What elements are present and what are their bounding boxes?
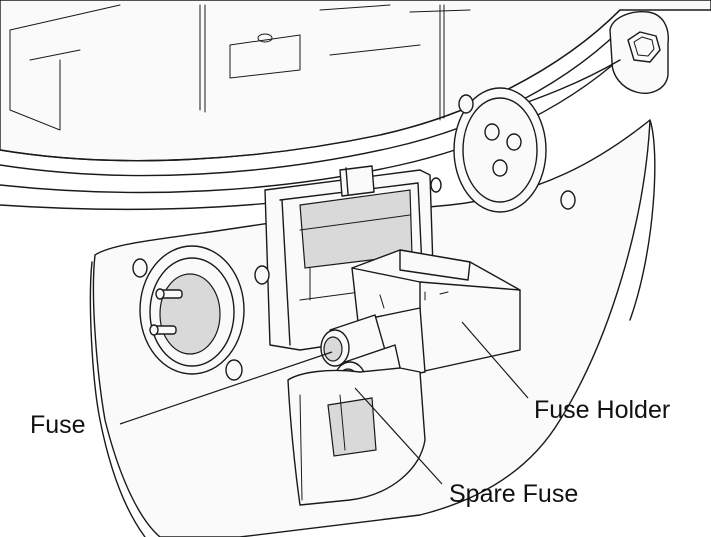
label-spare-fuse-group: Spare Fuse	[354, 387, 578, 508]
hex-bolt	[609, 11, 669, 94]
fuse-label: Fuse	[30, 411, 86, 439]
xlr-pin	[149, 324, 177, 336]
xlr-male-connector	[132, 245, 245, 381]
fuse-holder-leader-line	[461, 321, 529, 399]
label-fuse-holder-group: Fuse Holder	[461, 321, 670, 424]
spare-fuse-leader-line	[354, 387, 443, 485]
top-housing	[0, 0, 711, 211]
fuse-holder-label: Fuse Holder	[534, 396, 670, 424]
fuse-drawer	[287, 367, 426, 506]
xlr-pin	[155, 288, 183, 300]
spare-fuse-label: Spare Fuse	[449, 480, 578, 508]
xlr-female-connector	[430, 87, 576, 213]
fuse-leader-line	[119, 351, 333, 425]
label-fuse-group: Fuse	[30, 351, 333, 439]
